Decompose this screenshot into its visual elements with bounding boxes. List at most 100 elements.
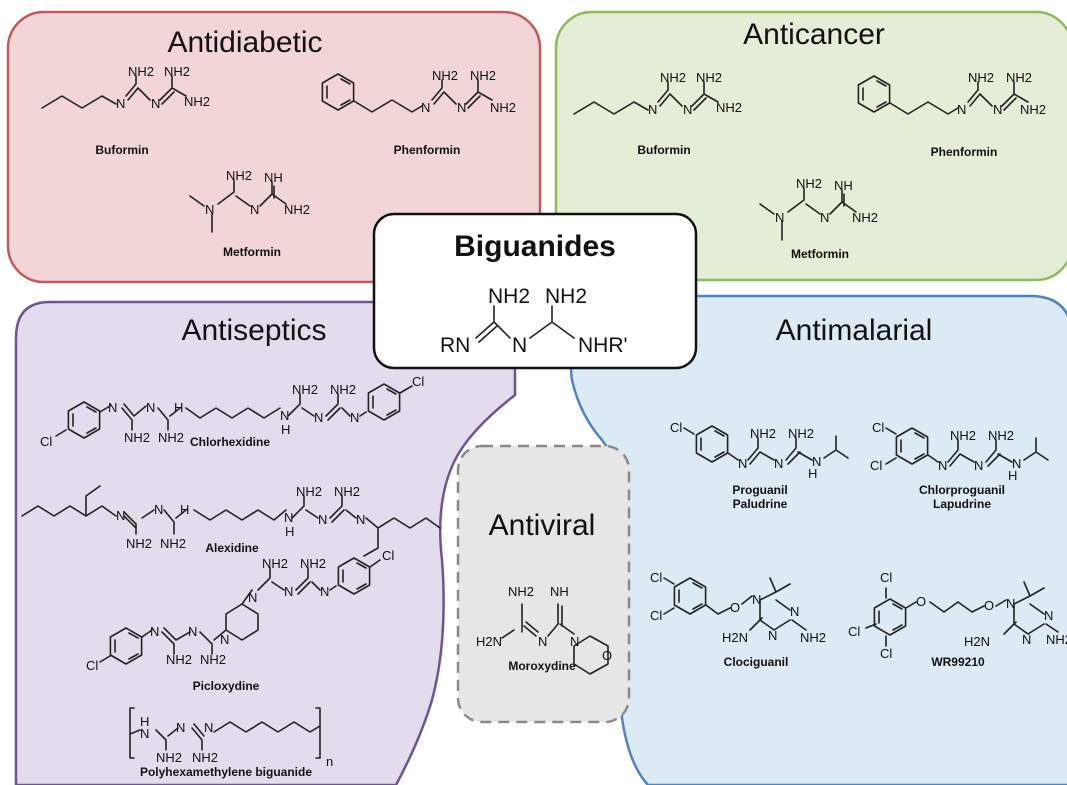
svg-text:N: N (421, 100, 430, 115)
svg-text:Cl: Cl (870, 458, 882, 473)
biguanide-general-structure: NH2 NH2 RN N NHR' (440, 285, 628, 357)
svg-text:NH: NH (550, 584, 569, 599)
svg-text:NH2: NH2 (292, 382, 318, 397)
svg-text:N: N (957, 102, 966, 117)
phenformin-structure-1: N N NH2 NH2 NH2 (321, 68, 516, 115)
svg-text:NH2: NH2 (1046, 632, 1067, 647)
svg-text:N: N (1022, 632, 1031, 647)
polyhexamethylene-biguanide-label: Polyhexamethylene biguanide (140, 765, 312, 779)
svg-text:Cl: Cl (86, 658, 98, 673)
svg-text:NH2: NH2 (166, 652, 192, 667)
svg-text:H2N: H2N (722, 630, 748, 645)
svg-text:NH2: NH2 (296, 484, 322, 499)
svg-text:NH2: NH2 (300, 556, 326, 571)
metformin-structure-2: N N NH2 NH NH2 (759, 176, 878, 241)
svg-text:NH2: NH2 (262, 556, 288, 571)
svg-text:N: N (248, 590, 257, 605)
svg-text:NH2: NH2 (158, 430, 184, 445)
svg-text:N: N (146, 400, 155, 415)
svg-text:NH2: NH2 (126, 536, 152, 551)
svg-text:NH2: NH2 (1020, 102, 1046, 117)
svg-text:Cl: Cl (872, 420, 884, 435)
proguanil-label: Proguanil (732, 483, 787, 497)
svg-text:N: N (683, 102, 692, 117)
alexidine-structure: N N H NH2 NH2 N H N N NH2 NH2 (21, 484, 441, 557)
moroxydine-structure: NH2 NH H2N N N O (476, 584, 612, 675)
svg-text:NH2: NH2 (968, 70, 994, 85)
svg-text:H: H (180, 502, 189, 517)
svg-text:NH2: NH2 (545, 285, 587, 308)
svg-text:H: H (808, 466, 817, 481)
phenformin-structure-2: N N NH2 NH2 NH2 (857, 70, 1046, 117)
svg-text:O: O (730, 600, 740, 615)
chlorhexidine-label: Chlorhexidine (190, 435, 270, 449)
biguanides-center-box (372, 212, 698, 370)
svg-text:N: N (512, 334, 527, 357)
chlorhexidine-structure: Cl N N H NH2 NH2 N H N N NH2 NH2 Cl (40, 374, 424, 449)
svg-text:H: H (281, 422, 290, 437)
svg-text:NH2: NH2 (192, 750, 218, 765)
svg-text:N: N (1006, 596, 1015, 611)
svg-text:NH2: NH2 (164, 64, 190, 79)
svg-text:Cl: Cl (848, 624, 860, 639)
clociguanil-structure: Cl Cl O N N N H2N NH2 (650, 570, 826, 645)
svg-text:N: N (205, 202, 214, 217)
lapudrine-label: Lapudrine (933, 497, 991, 511)
svg-text:H: H (140, 714, 149, 729)
svg-text:O: O (602, 648, 612, 663)
svg-text:N: N (938, 458, 947, 473)
antidiabetic-title: Antidiabetic (167, 26, 322, 59)
phmb-structure: H N N N NH2 NH2 n (129, 707, 333, 769)
svg-text:NH2: NH2 (1006, 70, 1032, 85)
svg-text:N: N (250, 202, 259, 217)
svg-text:N: N (154, 502, 163, 517)
chlorproguanil-structure: Cl Cl N N NH2 NH2 N H (870, 420, 1049, 483)
svg-text:N: N (150, 624, 159, 639)
svg-text:NH2: NH2 (160, 536, 186, 551)
svg-text:N: N (314, 410, 323, 425)
antiseptics-title: Antiseptics (181, 314, 326, 347)
svg-text:NH2: NH2 (128, 64, 154, 79)
svg-text:H: H (174, 400, 183, 415)
svg-text:N: N (570, 634, 579, 649)
svg-text:RN: RN (440, 334, 470, 357)
svg-text:NH2: NH2 (488, 285, 530, 308)
svg-text:N: N (188, 624, 197, 639)
svg-text:NH2: NH2 (334, 484, 360, 499)
svg-text:NH2: NH2 (184, 94, 210, 109)
svg-text:NH2: NH2 (696, 70, 722, 85)
svg-text:N: N (220, 632, 229, 647)
svg-text:NH: NH (264, 170, 283, 185)
wr99210-label: WR99210 (931, 655, 985, 669)
wr99210-structure: Cl Cl Cl O O N N N H2N NH2 (848, 570, 1067, 661)
svg-text:NH2: NH2 (716, 100, 742, 115)
metformin-structure-1: N N NH2 NH NH2 (189, 168, 310, 233)
svg-text:N: N (280, 408, 289, 423)
svg-text:N: N (812, 454, 821, 469)
svg-text:NH2: NH2 (124, 430, 150, 445)
proguanil-structure: Cl N N NH2 NH2 N H (670, 420, 849, 481)
svg-text:Cl: Cl (650, 570, 662, 585)
svg-text:NH2: NH2 (800, 630, 826, 645)
alexidine-label: Alexidine (205, 541, 259, 555)
svg-text:NH2: NH2 (988, 428, 1014, 443)
svg-text:NH2: NH2 (284, 202, 310, 217)
antiviral-title: Antiviral (489, 509, 596, 542)
svg-text:NH2: NH2 (200, 652, 226, 667)
antiviral-panel (456, 444, 631, 724)
anticancer-title: Anticancer (743, 18, 885, 51)
svg-text:N: N (356, 512, 365, 527)
svg-text:N: N (993, 102, 1002, 117)
svg-text:N: N (204, 720, 213, 735)
svg-text:NH2: NH2 (156, 750, 182, 765)
svg-text:NH: NH (834, 178, 853, 193)
antimalarial-panel (569, 294, 1067, 785)
svg-text:N: N (752, 592, 761, 607)
svg-text:Cl: Cl (412, 374, 424, 389)
svg-text:NH2: NH2 (508, 584, 534, 599)
svg-text:NH2: NH2 (750, 426, 776, 441)
svg-text:N: N (108, 400, 117, 415)
buformin-label-1: Buformin (95, 143, 148, 157)
svg-text:O: O (916, 594, 926, 609)
